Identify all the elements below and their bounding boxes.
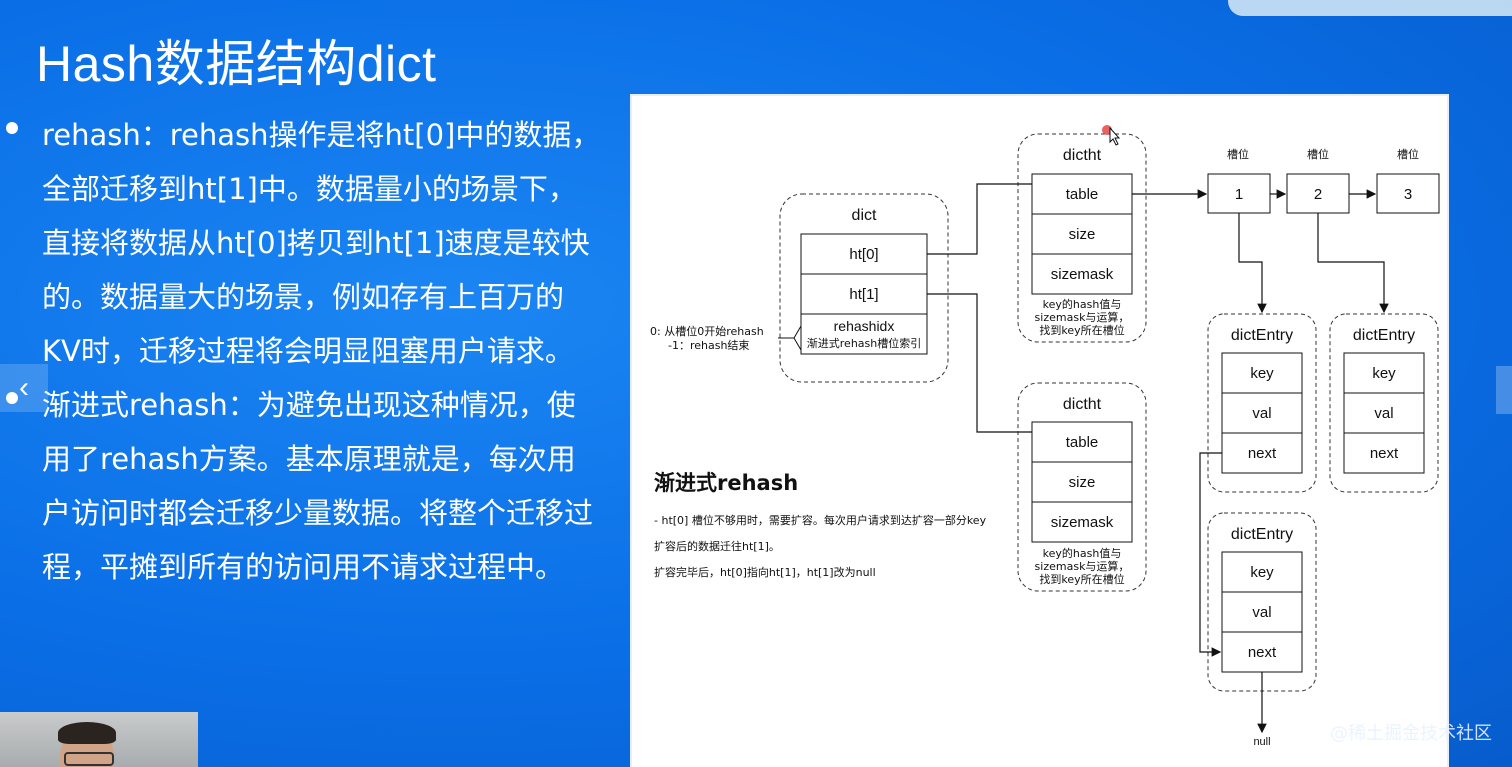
null-label: null xyxy=(1253,736,1270,748)
dictentry-field-val xyxy=(1343,392,1425,434)
dictht-field-table xyxy=(1031,421,1133,463)
slot-cell xyxy=(1207,173,1271,214)
dictentry-field-label: key xyxy=(1250,564,1274,581)
dictentry-field-label: val xyxy=(1252,405,1271,422)
slot2-entry-arrow xyxy=(1317,213,1389,314)
slot1-entry-arrow xyxy=(1238,213,1267,314)
dict-group xyxy=(779,193,949,383)
rehash-line: 扩容后的数据迁往ht[1]。 xyxy=(654,539,780,553)
dictentry-field-key xyxy=(1221,551,1303,593)
bullet-text: rehash：rehash操作是将ht[0]中的数据，全部迁移到ht[1]中。数… xyxy=(42,118,601,368)
slot-cell xyxy=(1376,173,1440,214)
dictentry-field-label: key xyxy=(1250,365,1274,382)
dictht-note: key的hash值与 xyxy=(1043,297,1122,311)
prev-slide-button[interactable]: ‹ xyxy=(0,364,48,412)
rehashidx-note: 渐进式rehash槽位索引 xyxy=(807,336,921,350)
dict-field-label: ht[1] xyxy=(849,286,878,303)
legend-connector xyxy=(778,337,802,351)
slot-value: 2 xyxy=(1314,186,1322,203)
rehashidx-legend-line: -1：rehash结束 xyxy=(668,339,749,352)
dictht-title: dictht xyxy=(1063,147,1102,164)
dict-field-label: ht[0] xyxy=(849,246,878,263)
slot-label: 槽位 xyxy=(1227,147,1249,161)
dict-field-rehashidx xyxy=(800,313,928,355)
dict-field-label: rehashidx xyxy=(834,318,895,334)
bullet-text: 渐进式rehash：为避免出现这种情况，使用了rehash方案。基本原理就是，每… xyxy=(42,388,594,584)
top-bar-decoration xyxy=(1228,0,1512,16)
dictht-group-0 xyxy=(1017,133,1147,343)
dictentry-field-label: next xyxy=(1248,445,1277,462)
bullet-dot-icon xyxy=(6,392,18,404)
dictentry-field-next xyxy=(1343,432,1425,474)
dictentry-field-next xyxy=(1221,432,1303,474)
dictht-field-size xyxy=(1031,461,1133,503)
dictentry-group xyxy=(1329,313,1439,493)
dictentry-title: dictEntry xyxy=(1231,526,1293,543)
dict-field-ht0 xyxy=(800,233,928,275)
next-slide-button[interactable] xyxy=(1496,366,1512,414)
slide-title: Hash数据结构dict xyxy=(36,36,437,92)
dictht-field-label: table xyxy=(1066,434,1099,451)
dict-diagram: dict ht[0] ht[1] rehashidx 渐进式rehash槽位索引… xyxy=(632,96,1447,767)
dictht-note: 找到key所在槽位 xyxy=(1039,323,1124,337)
dictentry-title: dictEntry xyxy=(1353,327,1415,344)
legend-connector xyxy=(778,325,802,339)
ht1-connector xyxy=(927,293,1032,433)
dict-title: dict xyxy=(852,207,877,224)
rehashidx-legend-line: 0: 从槽位0开始rehash xyxy=(650,324,764,338)
slot-value: 3 xyxy=(1404,186,1412,203)
bullet-list: rehash：rehash操作是将ht[0]中的数据，全部迁移到ht[1]中。数… xyxy=(6,108,606,594)
chevron-left-icon: ‹ xyxy=(19,371,29,404)
dictentry-field-next xyxy=(1221,631,1303,673)
bullet-dot-icon xyxy=(6,122,18,134)
dictentry-field-label: val xyxy=(1374,405,1393,422)
dictht-title: dictht xyxy=(1063,396,1102,413)
ht0-connector xyxy=(927,183,1032,255)
slot-label: 槽位 xyxy=(1397,147,1419,161)
dictht-group-1 xyxy=(1017,382,1147,592)
presenter-glasses xyxy=(64,752,114,766)
rehash-line: - ht[0] 槽位不够用时，需要扩容。每次用户请求到达扩容一部分key xyxy=(654,513,987,527)
next-pointer-arrow xyxy=(1199,452,1222,657)
dictht-field-label: sizemask xyxy=(1051,266,1114,283)
bullet-rehash: rehash：rehash操作是将ht[0]中的数据，全部迁移到ht[1]中。数… xyxy=(6,108,606,378)
bullet-progressive-rehash: 渐进式rehash：为避免出现这种情况，使用了rehash方案。基本原理就是，每… xyxy=(6,378,606,594)
slot-value: 1 xyxy=(1235,186,1243,203)
dictht-field-label: sizemask xyxy=(1051,514,1114,531)
dictentry-field-val xyxy=(1221,591,1303,633)
mouse-cursor-icon xyxy=(1109,126,1121,146)
dictentry-title: dictEntry xyxy=(1231,327,1293,344)
slot-label: 槽位 xyxy=(1307,147,1329,161)
dictht-note: 找到key所在槽位 xyxy=(1039,572,1124,586)
presenter-hair xyxy=(58,722,116,744)
dictentry-field-label: next xyxy=(1370,445,1399,462)
dictentry-field-val xyxy=(1221,392,1303,434)
dictentry-group xyxy=(1207,313,1317,493)
dictht-note: key的hash值与 xyxy=(1043,546,1122,560)
dictht-field-label: size xyxy=(1069,474,1096,491)
diagram-svg: dict ht[0] ht[1] rehashidx 渐进式rehash槽位索引… xyxy=(650,125,1440,748)
dictentry-field-label: key xyxy=(1372,365,1396,382)
dictht-field-sizemask xyxy=(1031,501,1133,543)
webcam-overlay xyxy=(0,712,198,767)
dictht-note: sizemask与运算， xyxy=(1035,310,1130,324)
dictht-note: sizemask与运算， xyxy=(1035,559,1130,573)
dictentry-field-label: val xyxy=(1252,604,1271,621)
dictentry-field-label: next xyxy=(1248,644,1277,661)
dictht-field-label: table xyxy=(1066,186,1099,203)
rehash-heading: 渐进式rehash xyxy=(654,471,798,495)
dictht-field-sizemask xyxy=(1031,253,1133,295)
dictht-field-label: size xyxy=(1069,226,1096,243)
site-watermark: @稀土掘金技术社区 xyxy=(1330,723,1492,744)
rehash-line: 扩容完毕后，ht[0]指向ht[1]，ht[1]改为null xyxy=(654,565,876,579)
dictentry-field-key xyxy=(1221,352,1303,394)
